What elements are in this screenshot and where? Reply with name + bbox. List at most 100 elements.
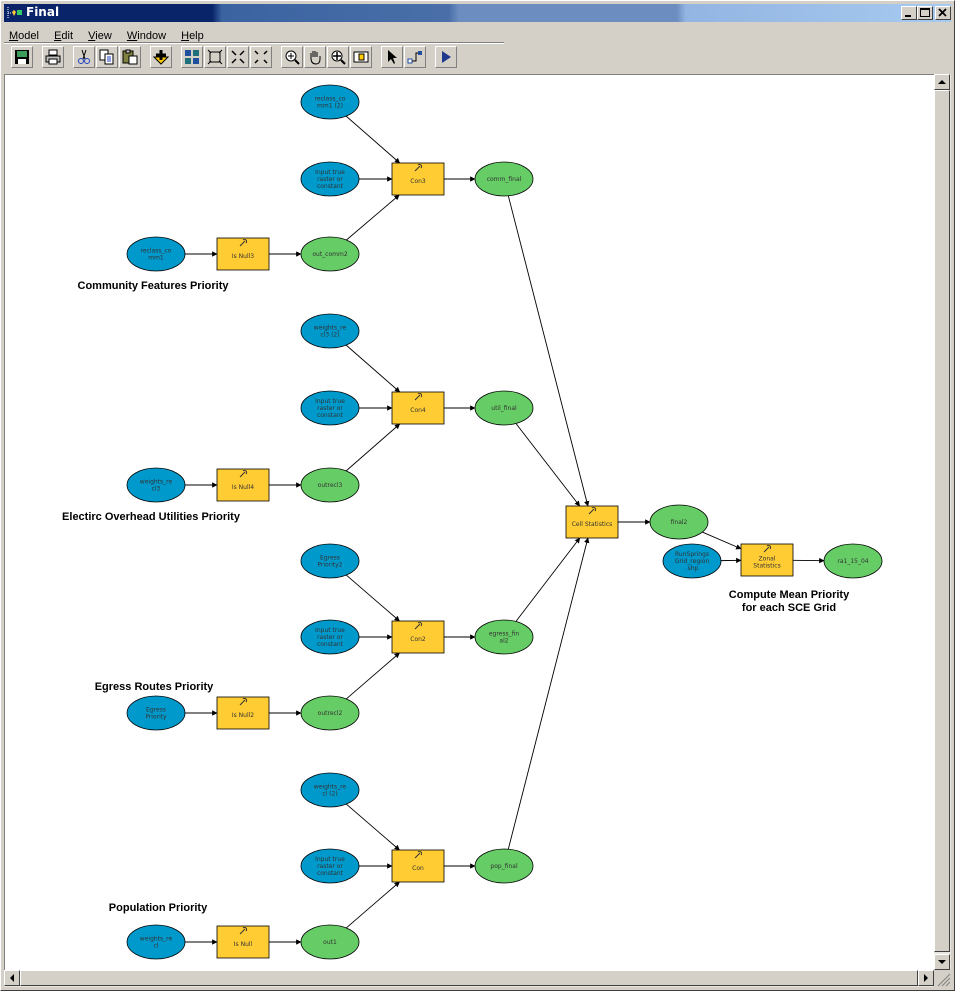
scroll-up-button[interactable] <box>934 74 950 90</box>
fixed-zoom-out-button[interactable] <box>250 46 272 68</box>
connector-egress_final2-to-cell_statistics[interactable] <box>515 537 581 622</box>
menu-model[interactable]: Model <box>9 30 39 42</box>
tool-node-con3[interactable]: Con3 <box>391 162 445 196</box>
output-node-util-final[interactable]: util_final <box>474 390 534 426</box>
connector-comm_final-to-cell_statistics[interactable] <box>507 195 590 507</box>
save-button[interactable] <box>11 46 33 68</box>
connector-final2-to-zonal_statistics[interactable] <box>702 531 742 550</box>
output-node-outrecl3[interactable]: outrecl3 <box>300 467 360 503</box>
vertical-scroll-thumb[interactable] <box>934 90 950 952</box>
horizontal-scrollbar[interactable] <box>4 970 934 987</box>
menu-edit[interactable]: Edit <box>54 30 74 42</box>
close-button[interactable] <box>935 6 951 20</box>
hammer-icon <box>239 926 248 935</box>
connector-reclass_comm1_2-to-con3[interactable] <box>345 115 401 164</box>
connector-weights_recl_2-to-con[interactable] <box>345 803 400 851</box>
output-shape <box>474 848 534 884</box>
output-node-final2[interactable]: final2 <box>649 504 709 540</box>
connector-weights_recl3_2-to-con4[interactable] <box>345 344 401 393</box>
select-button[interactable] <box>381 46 403 68</box>
group-label[interactable]: Electirc Overhead Utilities Priority <box>62 511 241 523</box>
full-extent-button[interactable] <box>204 46 226 68</box>
node-label: outrecl2 <box>318 710 343 717</box>
add-data-button[interactable] <box>150 46 172 68</box>
node-label: Con4 <box>410 407 426 414</box>
tool-node-isnull[interactable]: Is Null <box>216 925 270 959</box>
output-node-pop-final[interactable]: pop_final <box>474 848 534 884</box>
fixed-zoom-in-button[interactable] <box>227 46 249 68</box>
connector-pop_final-to-cell_statistics[interactable] <box>507 537 590 850</box>
menu-bar: Model Edit View Window Help <box>4 24 504 42</box>
connector-util_final-to-cell_statistics[interactable] <box>515 423 581 507</box>
connector-outrecl2-to-con2[interactable] <box>345 652 400 700</box>
connector-egress_priority2-to-con2[interactable] <box>345 574 400 622</box>
print-button[interactable] <box>42 46 64 68</box>
connector-out1-to-con[interactable] <box>345 881 400 929</box>
paste-button[interactable] <box>119 46 141 68</box>
overview-icon <box>353 51 369 63</box>
run-button[interactable] <box>435 46 457 68</box>
auto-layout-button[interactable] <box>181 46 203 68</box>
pan-button[interactable] <box>304 46 326 68</box>
copy-button[interactable] <box>96 46 118 68</box>
continuous-zoom-button[interactable] <box>327 46 349 68</box>
connect-button[interactable] <box>404 46 426 68</box>
scroll-left-button[interactable] <box>4 970 20 986</box>
output-node-outrecl2[interactable]: outrecl2 <box>300 695 360 731</box>
node-label: final2 <box>671 519 688 526</box>
output-node-out-comm2[interactable]: out_comm2 <box>300 236 360 272</box>
maximize-button[interactable] <box>917 6 933 20</box>
group-label[interactable]: Population Priority <box>109 902 208 914</box>
minimize-button[interactable] <box>901 6 917 20</box>
menu-window[interactable]: Window <box>126 30 167 42</box>
menu-view[interactable]: View <box>88 30 112 42</box>
cut-icon <box>78 49 90 64</box>
group-label[interactable]: Community Features Priority <box>78 280 230 292</box>
vertical-scrollbar[interactable] <box>934 74 951 970</box>
tool-node-isnull3[interactable]: Is Null3 <box>216 237 270 271</box>
scroll-down-button[interactable] <box>934 954 950 970</box>
resize-grip[interactable] <box>934 970 951 987</box>
horizontal-scroll-thumb[interactable] <box>20 970 918 986</box>
scroll-right-button[interactable] <box>918 970 934 986</box>
zoom-in-button[interactable] <box>281 46 303 68</box>
menu-help[interactable]: Help <box>181 30 204 42</box>
title-bar[interactable]: Final <box>4 4 951 22</box>
tool-node-con4[interactable]: Con4 <box>391 391 445 425</box>
group-label[interactable]: Egress Routes Priority <box>95 681 214 693</box>
minimize-icon <box>905 15 911 17</box>
output-node-out1[interactable]: out1 <box>300 924 360 960</box>
cut-button[interactable] <box>73 46 95 68</box>
tool-node-isnull4[interactable]: Is Null4 <box>216 468 270 502</box>
connector-outrecl3-to-con4[interactable] <box>345 423 401 472</box>
node-label: Is Null3 <box>232 253 254 260</box>
output-node-ra1-15-04[interactable]: ra1_15_04 <box>823 543 883 579</box>
tool-node-con2[interactable]: Con2 <box>391 620 445 654</box>
hammer-icon <box>239 238 248 247</box>
connector-out_comm2-to-con3[interactable] <box>346 194 400 241</box>
tool-node-con[interactable]: Con <box>391 849 445 883</box>
tool-node-cell-statistics[interactable]: Cell Statistics <box>565 505 619 539</box>
output-node-comm-final[interactable]: comm_final <box>474 161 534 197</box>
tool-node-isnull2[interactable]: Is Null2 <box>216 696 270 730</box>
overview-button[interactable] <box>350 46 372 68</box>
